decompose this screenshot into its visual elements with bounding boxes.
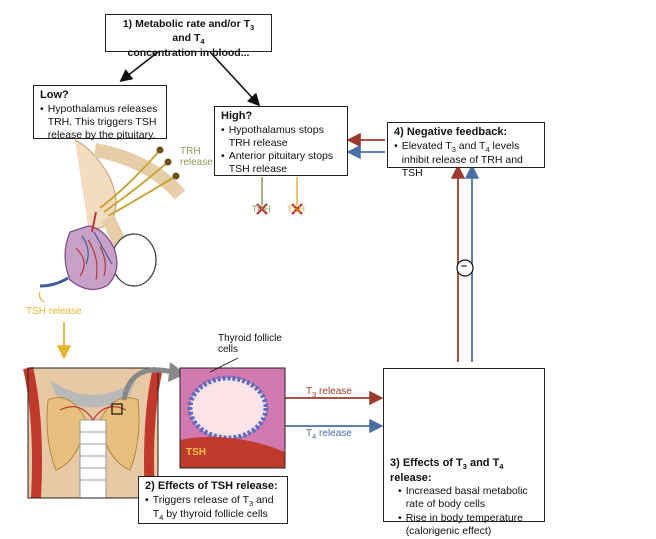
high-title: High? [221, 110, 253, 122]
trh-crossed-label: TRH [252, 204, 271, 214]
follicle-pointer-line [209, 357, 239, 373]
negative-feedback-text: Elevated T3 and T4 levels inhibit releas… [401, 139, 523, 180]
bullet-icon: • [394, 139, 398, 152]
negative-feedback-title: 4) Negative feedback: [394, 126, 508, 138]
tsh-image-label: TSH [186, 447, 206, 458]
tsh-crossed-label: TSH [287, 204, 305, 214]
low-box: Low? • Hypothalamus releases TRH. This t… [33, 85, 167, 142]
arrow-to-high [209, 51, 261, 107]
pituitary-illustration [39, 139, 186, 291]
tsh-block-x-icon [291, 203, 303, 215]
tsh-effects-text: Triggers release of T3 and T4 by thyroid… [152, 493, 274, 523]
follicle-cells-illustration [179, 367, 286, 469]
tsh-effects-item: • Triggers release of T3 and T4 by thyro… [145, 494, 281, 523]
metabolic-rate-line1: 1) Metabolic rate and/or T3 and T4 [122, 18, 255, 47]
trh-release-label: TRH release [180, 146, 213, 168]
t3-t4-effects-item-1-text: Increased basal metabolic rate of body c… [405, 485, 528, 511]
low-text: Hypothalamus releases TRH. This triggers… [47, 102, 158, 141]
negative-feedback-box: 4) Negative feedback: • Elevated T3 and … [387, 122, 545, 179]
high-item-2-text: Anterior pituitary stops TSH release [228, 150, 334, 176]
inhibition-minus: – [461, 260, 468, 272]
tsh-release-arrow [38, 291, 45, 303]
t3-t4-effects-box: 3) Effects of T3 and T4 release: •Increa… [383, 368, 545, 537]
t3-t4-effects-item-2: •Rise in body temperature (calorigenic e… [390, 512, 538, 538]
high-item-1-text: Hypothalamus stops TRH release [228, 123, 324, 149]
t3-release-label: T3 release [306, 386, 352, 399]
tsh-effects-box: 2) Effects of TSH release: • Triggers re… [138, 476, 288, 524]
negative-feedback-item: • Elevated T3 and T4 levels inhibit rele… [394, 140, 538, 181]
t4-release-label: T4 release [306, 428, 352, 441]
thyroid-follicle-label: Thyroid follicle cells [218, 333, 282, 355]
trh-block-x-icon [256, 203, 268, 215]
tsh-release-label: TSH release [26, 306, 82, 317]
bullet-icon: • [398, 511, 402, 524]
t3-t4-effects-item-1: •Increased basal metabolic rate of body … [390, 485, 538, 511]
bullet-icon: • [221, 123, 225, 136]
metabolic-rate-line2: concentration in blood... [127, 46, 250, 59]
high-item-2: •Anterior pituitary stops TSH release [221, 150, 341, 176]
low-bullet-row: • Hypothalamus releases TRH. This trigge… [40, 103, 160, 142]
low-title: Low? [40, 89, 69, 101]
t3-t4-effects-item-2-text: Rise in body temperature (calorigenic ef… [405, 511, 523, 537]
tsh-effects-title: 2) Effects of TSH release: [145, 480, 278, 492]
inhibition-circle [456, 259, 474, 277]
metabolic-rate-box: 1) Metabolic rate and/or T3 and T4 conce… [105, 14, 272, 59]
t3-t4-effects-title: 3) Effects of T3 and T4 release: [390, 457, 504, 484]
bullet-icon: • [398, 485, 402, 498]
bullet-icon: • [221, 150, 225, 162]
high-box: High? •Hypothalamus stops TRH release •A… [214, 106, 348, 176]
high-item-1: •Hypothalamus stops TRH release [221, 124, 341, 150]
bullet-icon: • [40, 102, 44, 115]
arrow-to-low [119, 51, 159, 82]
zoom-arrow [121, 367, 173, 401]
zoom-arrowhead [168, 362, 186, 382]
bullet-icon: • [145, 493, 149, 506]
